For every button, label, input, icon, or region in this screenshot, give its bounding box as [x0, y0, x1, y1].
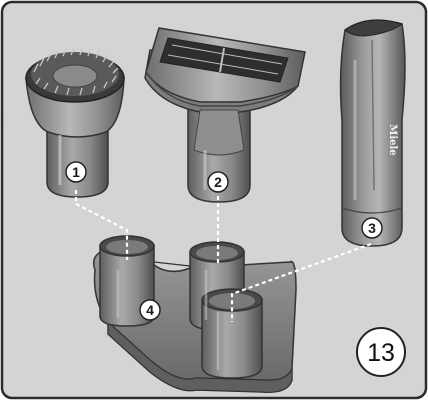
- callout-3-label: 3: [368, 220, 376, 236]
- brand-mark: Miele: [387, 124, 398, 155]
- figure-number-badge: 13: [356, 327, 406, 377]
- crevice-nozzle: Miele: [339, 19, 406, 247]
- leader-lines: [74, 190, 372, 322]
- callout-2-label: 2: [214, 174, 222, 190]
- callout-2: 2: [207, 171, 229, 193]
- upholstery-nozzle: [144, 27, 306, 203]
- callout-1: 1: [65, 161, 87, 183]
- callout-1-label: 1: [72, 164, 80, 180]
- callout-4-label: 4: [146, 302, 154, 318]
- leader-line-1: [74, 190, 129, 260]
- leader-line-3: [230, 242, 372, 322]
- callout-4: 4: [139, 299, 161, 321]
- figure-number: 13: [367, 339, 395, 367]
- callout-3: 3: [361, 217, 383, 239]
